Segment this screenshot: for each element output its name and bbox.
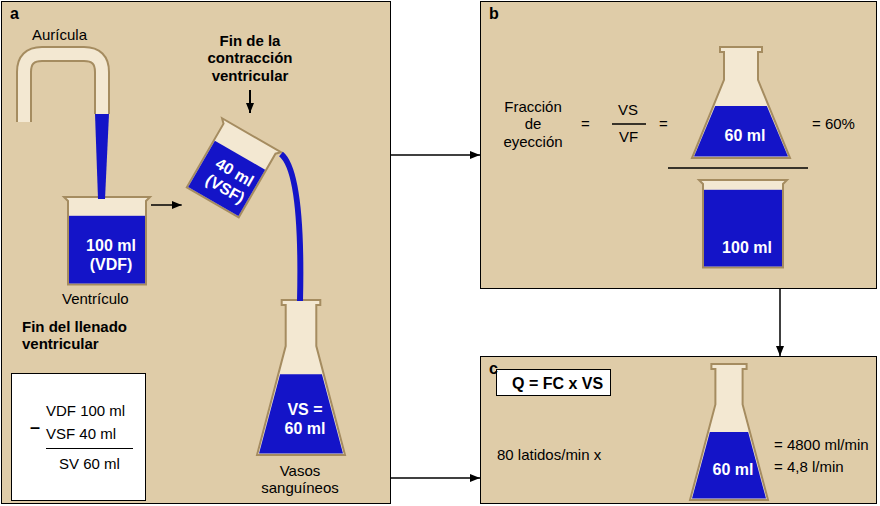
label-text: Fin del llenado ventricular (22, 318, 140, 353)
panel: c Q = FC x VS 60 ml (480, 356, 877, 504)
flow-arrow (151, 204, 182, 206)
blood-stream (281, 154, 300, 301)
label-text: Vasos sanguíneos (250, 462, 350, 497)
panel-letter: a (10, 5, 19, 23)
atrium-tube-outline (24, 54, 102, 122)
beaker-glass (64, 197, 150, 285)
flow-arrow (779, 289, 781, 356)
label-text: = 4800 ml/min (774, 436, 869, 453)
ventricle-beaker: 100 ml (VDF) (63, 196, 151, 286)
blood-fill (692, 432, 766, 499)
label-text: VS (618, 101, 638, 118)
calc-line: VSF 40 ml (46, 425, 133, 449)
volume-label: 100 ml (711, 239, 783, 257)
volume-label: VS = 60 ml (280, 401, 330, 438)
label-text: = (581, 115, 590, 132)
label-text: Fin de la contracción ventricular (198, 32, 302, 84)
stroke-volume-flask: 60 ml (689, 363, 769, 501)
blood-stream (95, 114, 109, 199)
flow-arrow (391, 154, 480, 156)
blood-fill (188, 141, 265, 216)
volume-label: 60 ml (709, 127, 781, 145)
filling-volume-beaker: 100 ml (698, 179, 788, 269)
atrium-tube (24, 54, 102, 122)
beaker-glass (699, 180, 787, 268)
panel: a 100 ml (VDF) 40 ml (VSF) VS = 60 ml –VDF 1… (1, 1, 391, 504)
volume-label: 60 ml (702, 461, 764, 479)
blood-fill (259, 374, 343, 453)
volume-label: 100 ml (VDF) (75, 237, 147, 274)
label-text: = (659, 115, 668, 132)
flask-glass (692, 47, 790, 158)
label-text: 80 latidos/min x (497, 446, 601, 463)
flow-arrow (391, 477, 480, 479)
label-text: Aurícula (32, 26, 87, 43)
vessel-flask: VS = 60 ml (256, 299, 346, 456)
label-text: Fracción de eyección (496, 98, 570, 150)
panel-letter: b (489, 5, 499, 23)
formula-box: Q = FC x VS (496, 369, 611, 396)
flask-shape (689, 363, 769, 501)
flask-glass (690, 364, 768, 500)
calc-box: –VDF 100 ml VSF 40 ml SV 60 ml (11, 373, 146, 501)
blood-fill (704, 190, 782, 267)
label-text: Ventrículo (62, 290, 129, 307)
blood-fill (694, 106, 788, 157)
label-text: = 60% (812, 115, 855, 132)
fraction-bar (668, 167, 808, 169)
beaker-glass (183, 118, 281, 219)
leader-arrow (249, 90, 251, 113)
calc-line: – (28, 417, 42, 438)
flask-glass (257, 300, 345, 455)
fraction-bar (612, 123, 646, 125)
calc-line: SV 60 ml (46, 455, 133, 472)
stroke-volume-flask: 60 ml (691, 46, 791, 159)
calc-line: VDF 100 ml (46, 402, 133, 419)
label-text: = 4,8 l/min (774, 458, 844, 475)
formula-text: Q = FC x VS (512, 375, 603, 393)
tilted-beaker: 40 ml (VSF) (182, 117, 283, 221)
panel-letter: c (489, 360, 498, 378)
label-text: VF (619, 128, 638, 145)
